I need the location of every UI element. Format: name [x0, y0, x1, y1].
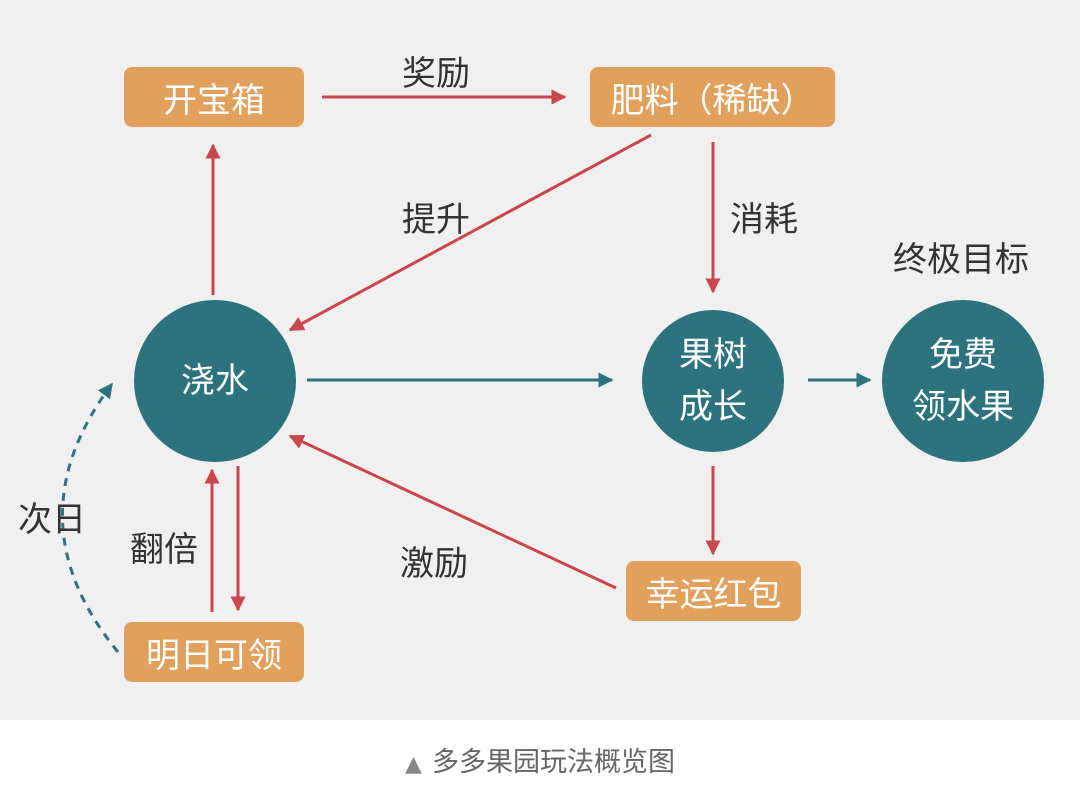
node-lucky-redpacket-label: 幸运红包: [645, 574, 782, 615]
node-water-label: 浇水: [181, 361, 249, 401]
node-claim-tomorrow: 明日可领: [124, 622, 304, 682]
diagram-edges: [61, 89, 872, 653]
node-tree-growth: 果树 成长: [642, 310, 784, 452]
arrow-redpacket-to-water: [288, 434, 617, 590]
node-fertilizer: 肥料（稀缺）: [590, 67, 835, 127]
node-water: 浇水: [134, 300, 296, 462]
label-ultimate-goal: 终极目标: [893, 240, 1029, 280]
node-free-fruit: 免费 领水果: [882, 300, 1044, 462]
node-claim-tomorrow-label: 明日可领: [146, 635, 282, 676]
node-treasure-box: 开宝箱: [124, 67, 304, 127]
label-incentive: 激励: [400, 544, 468, 584]
triangle-icon: ▲: [405, 752, 422, 777]
node-lucky-redpacket: 幸运红包: [626, 561, 801, 621]
node-free-fruit-line2: 领水果: [912, 387, 1014, 427]
label-boost: 提升: [402, 200, 470, 240]
label-double: 翻倍: [130, 530, 198, 570]
node-free-fruit-line1: 免费: [929, 335, 997, 375]
node-tree-growth-line2: 成长: [679, 387, 747, 427]
caption-text: 多多果园玩法概览图: [431, 747, 675, 778]
diagram-canvas: 开宝箱 肥料（稀缺） 幸运红包 明日可领 浇水 果树 成长 免费 领水果 奖励 …: [0, 0, 1080, 720]
node-treasure-box-label: 开宝箱: [163, 80, 265, 121]
arrow-fertilizer-to-water: [288, 133, 652, 332]
figure-caption: ▲ 多多果园玩法概览图: [0, 740, 1080, 779]
label-reward: 奖励: [402, 54, 470, 94]
label-consume: 消耗: [730, 200, 798, 240]
label-next-day: 次日: [18, 500, 86, 540]
node-fertilizer-label: 肥料（稀缺）: [610, 80, 815, 121]
node-tree-growth-line1: 果树: [679, 335, 747, 375]
